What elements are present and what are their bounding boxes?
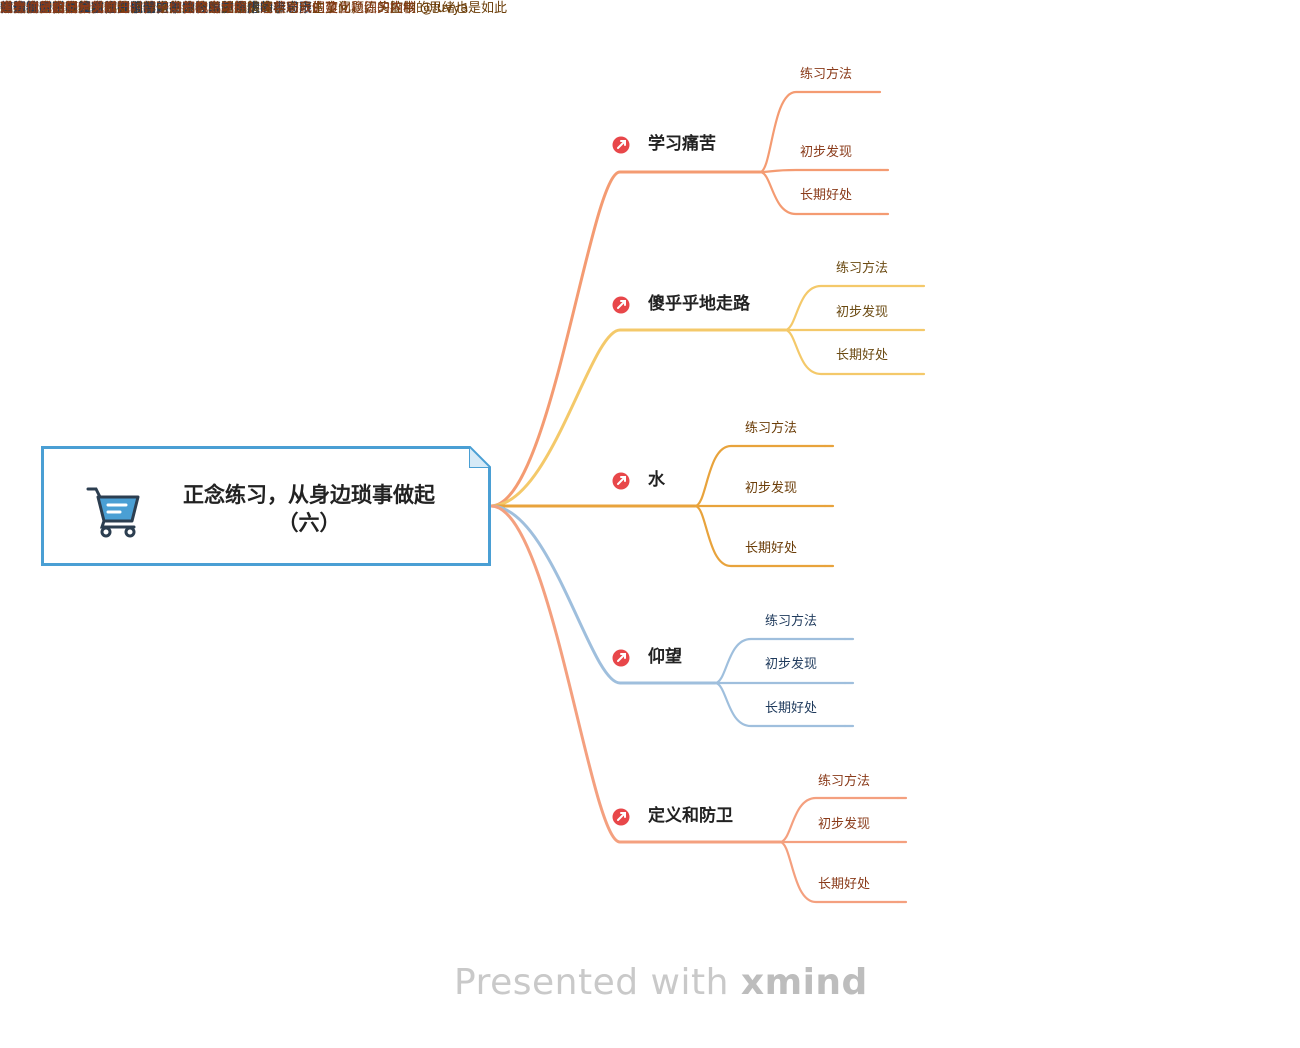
branch-title: 水 (648, 470, 665, 490)
root-topic[interactable]: 正念练习，从身边琐事做起（六） (41, 446, 491, 566)
leaf-text: 对液体产生觉知，观察液体 (0, 1, 157, 16)
sub-topic-label: 初步发现 (765, 657, 818, 672)
leaf-text: 当你状态不好的时候试着倒退走路、单腿蹦跳 (0, 1, 261, 16)
leaf-text: 思绪繁杂时也试着打开思绪，不只被眼前焦虑的事局限 (0, 1, 313, 16)
watermark: Presented with xmind (454, 962, 868, 1003)
leaf-text: 建立自己的安全领域 (0, 1, 118, 16)
leaf-text: 意识到水无处不在，我们通常不会注意到水，除非它产生了问题，头脑中的思绪也是如此 (0, 1, 508, 16)
connector-line (778, 796, 900, 844)
connector-line (783, 284, 918, 332)
sub-topic-label: 初步发现 (800, 145, 853, 160)
leaf-text: 跳出情绪漩涡，用小的、非常态化行为化解情绪 (0, 1, 274, 16)
leaf-text: 观察水在不同状态下的流动，并思考思绪在不同状态下的变化，练习控制 @luvya (0, 1, 469, 16)
sub-topic-label: 练习方法 (745, 421, 798, 436)
leaf-text: 打开视野，不止专注在眼前的事物 (0, 1, 196, 16)
connector-line (713, 681, 847, 728)
connector-line (758, 168, 882, 174)
leaf-text: 正视痛苦，利用苦难抓住转变的契机 (0, 1, 209, 16)
sub-topic-label: 练习方法 (800, 67, 853, 82)
connector-line (489, 504, 717, 685)
sub-topic-label: 初步发现 (836, 305, 889, 320)
watermark-brand: xmind (740, 962, 868, 1003)
pin-marker-icon (612, 808, 630, 826)
page-fold-icon (469, 446, 491, 468)
leaf-text: 当我们对自己一无所知时，一切都容易动摇，这帮助我们建立稳固的内核 (0, 1, 417, 16)
pin-marker-icon (612, 649, 630, 667)
leaf-text: 关注让自己痛苦的时刻 (0, 1, 131, 16)
branch-title: 仰望 (648, 647, 682, 667)
shopping-cart-icon (86, 487, 140, 538)
sub-topic-label: 练习方法 (765, 614, 818, 629)
connector-line (489, 170, 762, 508)
leaf-text: 身体上的痛苦（受伤）不可避免，但心灵上的痛苦可以调节 (0, 1, 339, 16)
sub-topic-label: 长期好处 (818, 877, 871, 892)
connector-line (489, 328, 787, 508)
sub-topic-label: 长期好处 (800, 188, 853, 203)
sub-topic-label: 长期好处 (745, 541, 798, 556)
connector-line (713, 637, 847, 685)
watermark-prefix: Presented with (454, 962, 741, 1003)
connector-line (783, 328, 918, 376)
pin-marker-icon (612, 136, 630, 154)
sub-topic-label: 初步发现 (818, 817, 871, 832)
sub-topic-label: 练习方法 (836, 261, 889, 276)
pin-marker-icon (612, 472, 630, 490)
leaf-text: 仰望树、山、天空 (0, 1, 105, 16)
connector-line (778, 840, 900, 904)
leaf-text: 改变身体行为状态，同时可以帮助改变思维状态 (0, 1, 274, 16)
sub-topic-label: 长期好处 (765, 701, 818, 716)
branch-title: 学习痛苦 (648, 134, 716, 154)
sub-topic-label: 练习方法 (818, 774, 871, 789)
pin-marker-icon (612, 296, 630, 314)
leaf-text: 思考你是如何发现它的? (0, 1, 137, 16)
sub-topic-label: 长期好处 (836, 348, 889, 363)
branch-title: 定义和防卫 (648, 806, 733, 826)
connector-line (758, 170, 882, 216)
root-title: 正念练习，从身边琐事做起（六） (183, 483, 435, 535)
connector-line (758, 90, 882, 174)
connector-line (489, 504, 782, 844)
branch-title: 傻乎乎地走路 (648, 294, 750, 314)
connector-line (693, 444, 827, 508)
leaf-text: 思考你是如何定义自己，捍卫自己的立场的? (0, 1, 254, 16)
connector-line (693, 504, 827, 568)
sub-topic-label: 初步发现 (745, 481, 798, 496)
